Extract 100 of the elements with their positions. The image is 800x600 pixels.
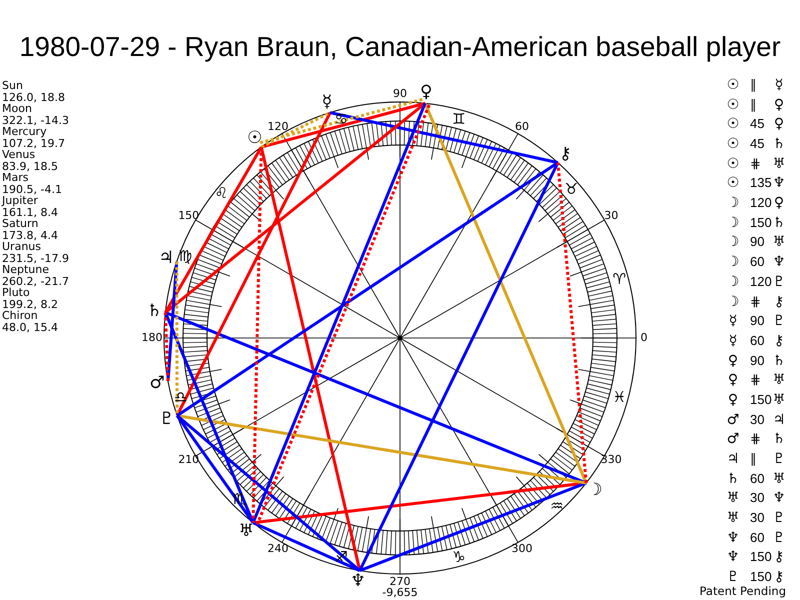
- position-value: 199.2, 8.2: [2, 298, 58, 310]
- planet-symbol: ☽: [726, 294, 740, 310]
- planet-name: Chiron: [2, 310, 38, 322]
- planet-symbol: ♇: [726, 569, 740, 585]
- chart-value: -9,655: [382, 587, 418, 599]
- planet-symbol: ☿: [774, 77, 784, 93]
- aspect-angle: 45: [750, 117, 764, 132]
- planet-symbol: ♆: [772, 254, 786, 270]
- planet-symbol: ☽: [726, 254, 740, 270]
- planet-symbol: ♆: [350, 571, 366, 592]
- chart-title: 1980-07-29 - Ryan Braun, Canadian-American baseball player: [19, 31, 781, 63]
- planet-symbol: ☽: [726, 214, 740, 231]
- planet-symbol: ♇: [772, 510, 786, 526]
- aspect-angle: 150: [750, 392, 772, 407]
- planet-name: Mars: [2, 172, 28, 184]
- planet-symbol: ⚷: [774, 569, 784, 585]
- aspect-angle: 90: [750, 354, 764, 368]
- degree-label: 90: [393, 88, 407, 100]
- planet-symbol: ♀: [728, 392, 738, 408]
- planet-symbol: ☉: [726, 136, 740, 152]
- planet-symbol: ♂: [726, 431, 740, 448]
- position-value: 260.2, -21.7: [2, 276, 69, 288]
- planet-symbol: ☿: [728, 313, 738, 330]
- planet-symbol: ♆: [772, 490, 786, 506]
- planet-symbol: ♅: [772, 392, 786, 408]
- aspect-angle: 45: [750, 137, 764, 151]
- planet-symbol: ☽: [726, 274, 740, 290]
- position-value: 107.2, 19.7: [2, 138, 65, 150]
- planet-symbol: ♄: [772, 431, 786, 448]
- planet-name: Moon: [2, 103, 32, 115]
- planet-symbol: ♄: [772, 214, 786, 231]
- planet-symbol: ☿: [728, 332, 738, 349]
- aspect-angle: ⋕: [750, 156, 761, 171]
- position-value: 322.1, -14.3: [2, 114, 69, 126]
- planet-name: Mercury: [2, 126, 47, 138]
- aspect-angle: 60: [750, 334, 764, 348]
- planet-symbol: ♀: [728, 372, 738, 388]
- aspect-angle: 60: [750, 530, 764, 545]
- planet-symbol: ♇: [772, 274, 786, 290]
- planet-name: Venus: [2, 149, 36, 161]
- planet-name: Jupiter: [2, 195, 38, 207]
- aspect-angle: 30: [750, 511, 764, 525]
- aspect-angle: 30: [750, 491, 764, 506]
- aspect-angle: ∥: [750, 78, 757, 92]
- planet-symbol: ♅: [772, 372, 786, 388]
- aspect-angle: 150: [750, 216, 772, 230]
- aspect-angle: 120: [750, 196, 772, 210]
- planet-symbol: ♄: [772, 136, 786, 152]
- position-value: 161.1, 8.4: [2, 206, 58, 218]
- planet-symbol: ♆: [726, 530, 740, 546]
- aspect-angle: 90: [750, 314, 764, 328]
- aspect-angle: ∥: [750, 98, 757, 112]
- degree-label: 270: [390, 576, 410, 588]
- planet-symbol: ♇: [772, 450, 786, 467]
- planet-name: Saturn: [2, 218, 38, 230]
- planet-symbol: ♀: [728, 352, 738, 368]
- planet-symbol: ☉: [726, 96, 740, 113]
- planet-symbol: ♅: [772, 156, 786, 172]
- planet-symbol: ♀: [774, 96, 784, 113]
- planet-name: Sun: [2, 80, 23, 92]
- planet-symbol: ⚷: [774, 294, 784, 310]
- position-value: 231.5, -17.9: [2, 252, 69, 264]
- degree-label: 0: [640, 332, 648, 344]
- degree-label: 180: [142, 332, 162, 344]
- aspect-angle: 135: [750, 176, 772, 190]
- planet-symbol: ♄: [772, 352, 786, 368]
- position-value: 83.9, 18.5: [2, 160, 58, 172]
- aspect-angle: 120: [750, 274, 772, 289]
- planet-name: Pluto: [2, 287, 30, 299]
- planet-symbol: ♄: [146, 301, 162, 322]
- planet-symbol: ♆: [772, 175, 786, 192]
- planet-symbol: ☉: [726, 116, 740, 132]
- aspect-angle: ⋕: [750, 373, 761, 388]
- planet-symbol: ♄: [726, 470, 740, 487]
- aspect-angle: 60: [750, 472, 764, 486]
- planet-symbol: ♂: [726, 412, 740, 428]
- planet-symbol: ♇: [772, 313, 786, 330]
- planet-symbol: ♅: [726, 510, 740, 526]
- aspect-angle: 150: [750, 550, 772, 564]
- planet-symbol: ♀: [774, 195, 784, 212]
- planet-symbol: ♀: [418, 82, 434, 102]
- planet-symbol: ♂: [149, 373, 166, 393]
- position-value: 126.0, 18.8: [2, 92, 65, 104]
- planet-symbol: ♅: [726, 490, 740, 506]
- planet-symbol: ♃: [772, 412, 786, 428]
- planet-symbol: ⚷: [774, 332, 784, 349]
- planet-name: Neptune: [2, 264, 50, 276]
- aspect-angle: 30: [750, 412, 764, 427]
- planet-symbol: ♀: [774, 116, 784, 132]
- aspect-angle: 90: [750, 235, 764, 250]
- planet-symbol: ☽: [726, 234, 740, 250]
- planet-name: Uranus: [2, 241, 41, 253]
- planet-symbol: ♅: [772, 470, 786, 487]
- planet-symbol: ♅: [772, 234, 786, 250]
- aspect-angle: ⋕: [750, 432, 761, 446]
- aspect-angle: 150: [750, 570, 772, 584]
- aspect-angle: ⋕: [750, 294, 761, 308]
- aspect-angle: ∥: [750, 452, 757, 466]
- position-value: 48.0, 15.4: [2, 322, 58, 334]
- position-value: 190.5, -4.1: [2, 184, 62, 196]
